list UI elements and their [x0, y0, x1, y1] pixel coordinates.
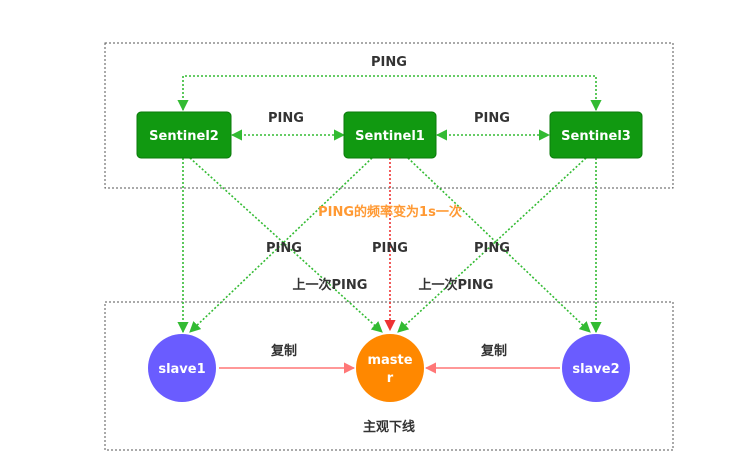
ping-s3-master [397, 157, 587, 333]
subjective-down-label: 主观下线 [363, 419, 415, 435]
ping-s1-slave1 [189, 157, 373, 333]
last-ping-right-label: 上一次PING [419, 277, 494, 293]
ping-s1-slave2 [407, 157, 591, 333]
slave2-label: slave2 [572, 362, 619, 377]
frequency-note: PING的频率变为1s一次 [318, 204, 462, 220]
sentinel2-label: Sentinel2 [149, 129, 219, 144]
ping-top-connector [177, 75, 602, 112]
sentinel2-node[interactable]: Sentinel2 [136, 111, 232, 159]
ping-s1-s3-label: PING [474, 111, 510, 126]
sentinel-group-box [104, 42, 674, 189]
ping-left-label: PING [266, 241, 302, 256]
ping-s2-s1-label: PING [268, 111, 304, 126]
replicate-left-label: 复制 [270, 343, 297, 359]
slave2-node[interactable]: slave2 [562, 334, 630, 402]
slave1-label: slave1 [158, 362, 205, 377]
sentinel3-label: Sentinel3 [561, 129, 631, 144]
master-node[interactable]: maste r [356, 334, 424, 402]
replicate-right-label: 复制 [480, 343, 507, 359]
slave1-node[interactable]: slave1 [148, 334, 216, 402]
ping-s2-master [189, 157, 383, 333]
last-ping-left-label: 上一次PING [293, 277, 368, 293]
sentinel3-node[interactable]: Sentinel3 [549, 111, 643, 159]
sentinel1-node[interactable]: Sentinel1 [343, 111, 437, 159]
ping-top-label: PING [371, 55, 407, 70]
sentinel1-label: Sentinel1 [355, 129, 425, 144]
redis-group-box [104, 301, 674, 451]
master-label-line2: r [387, 371, 394, 386]
master-label-line1: maste [367, 353, 412, 368]
ping-right-label: PING [474, 241, 510, 256]
ping-center-label: PING [372, 241, 408, 256]
